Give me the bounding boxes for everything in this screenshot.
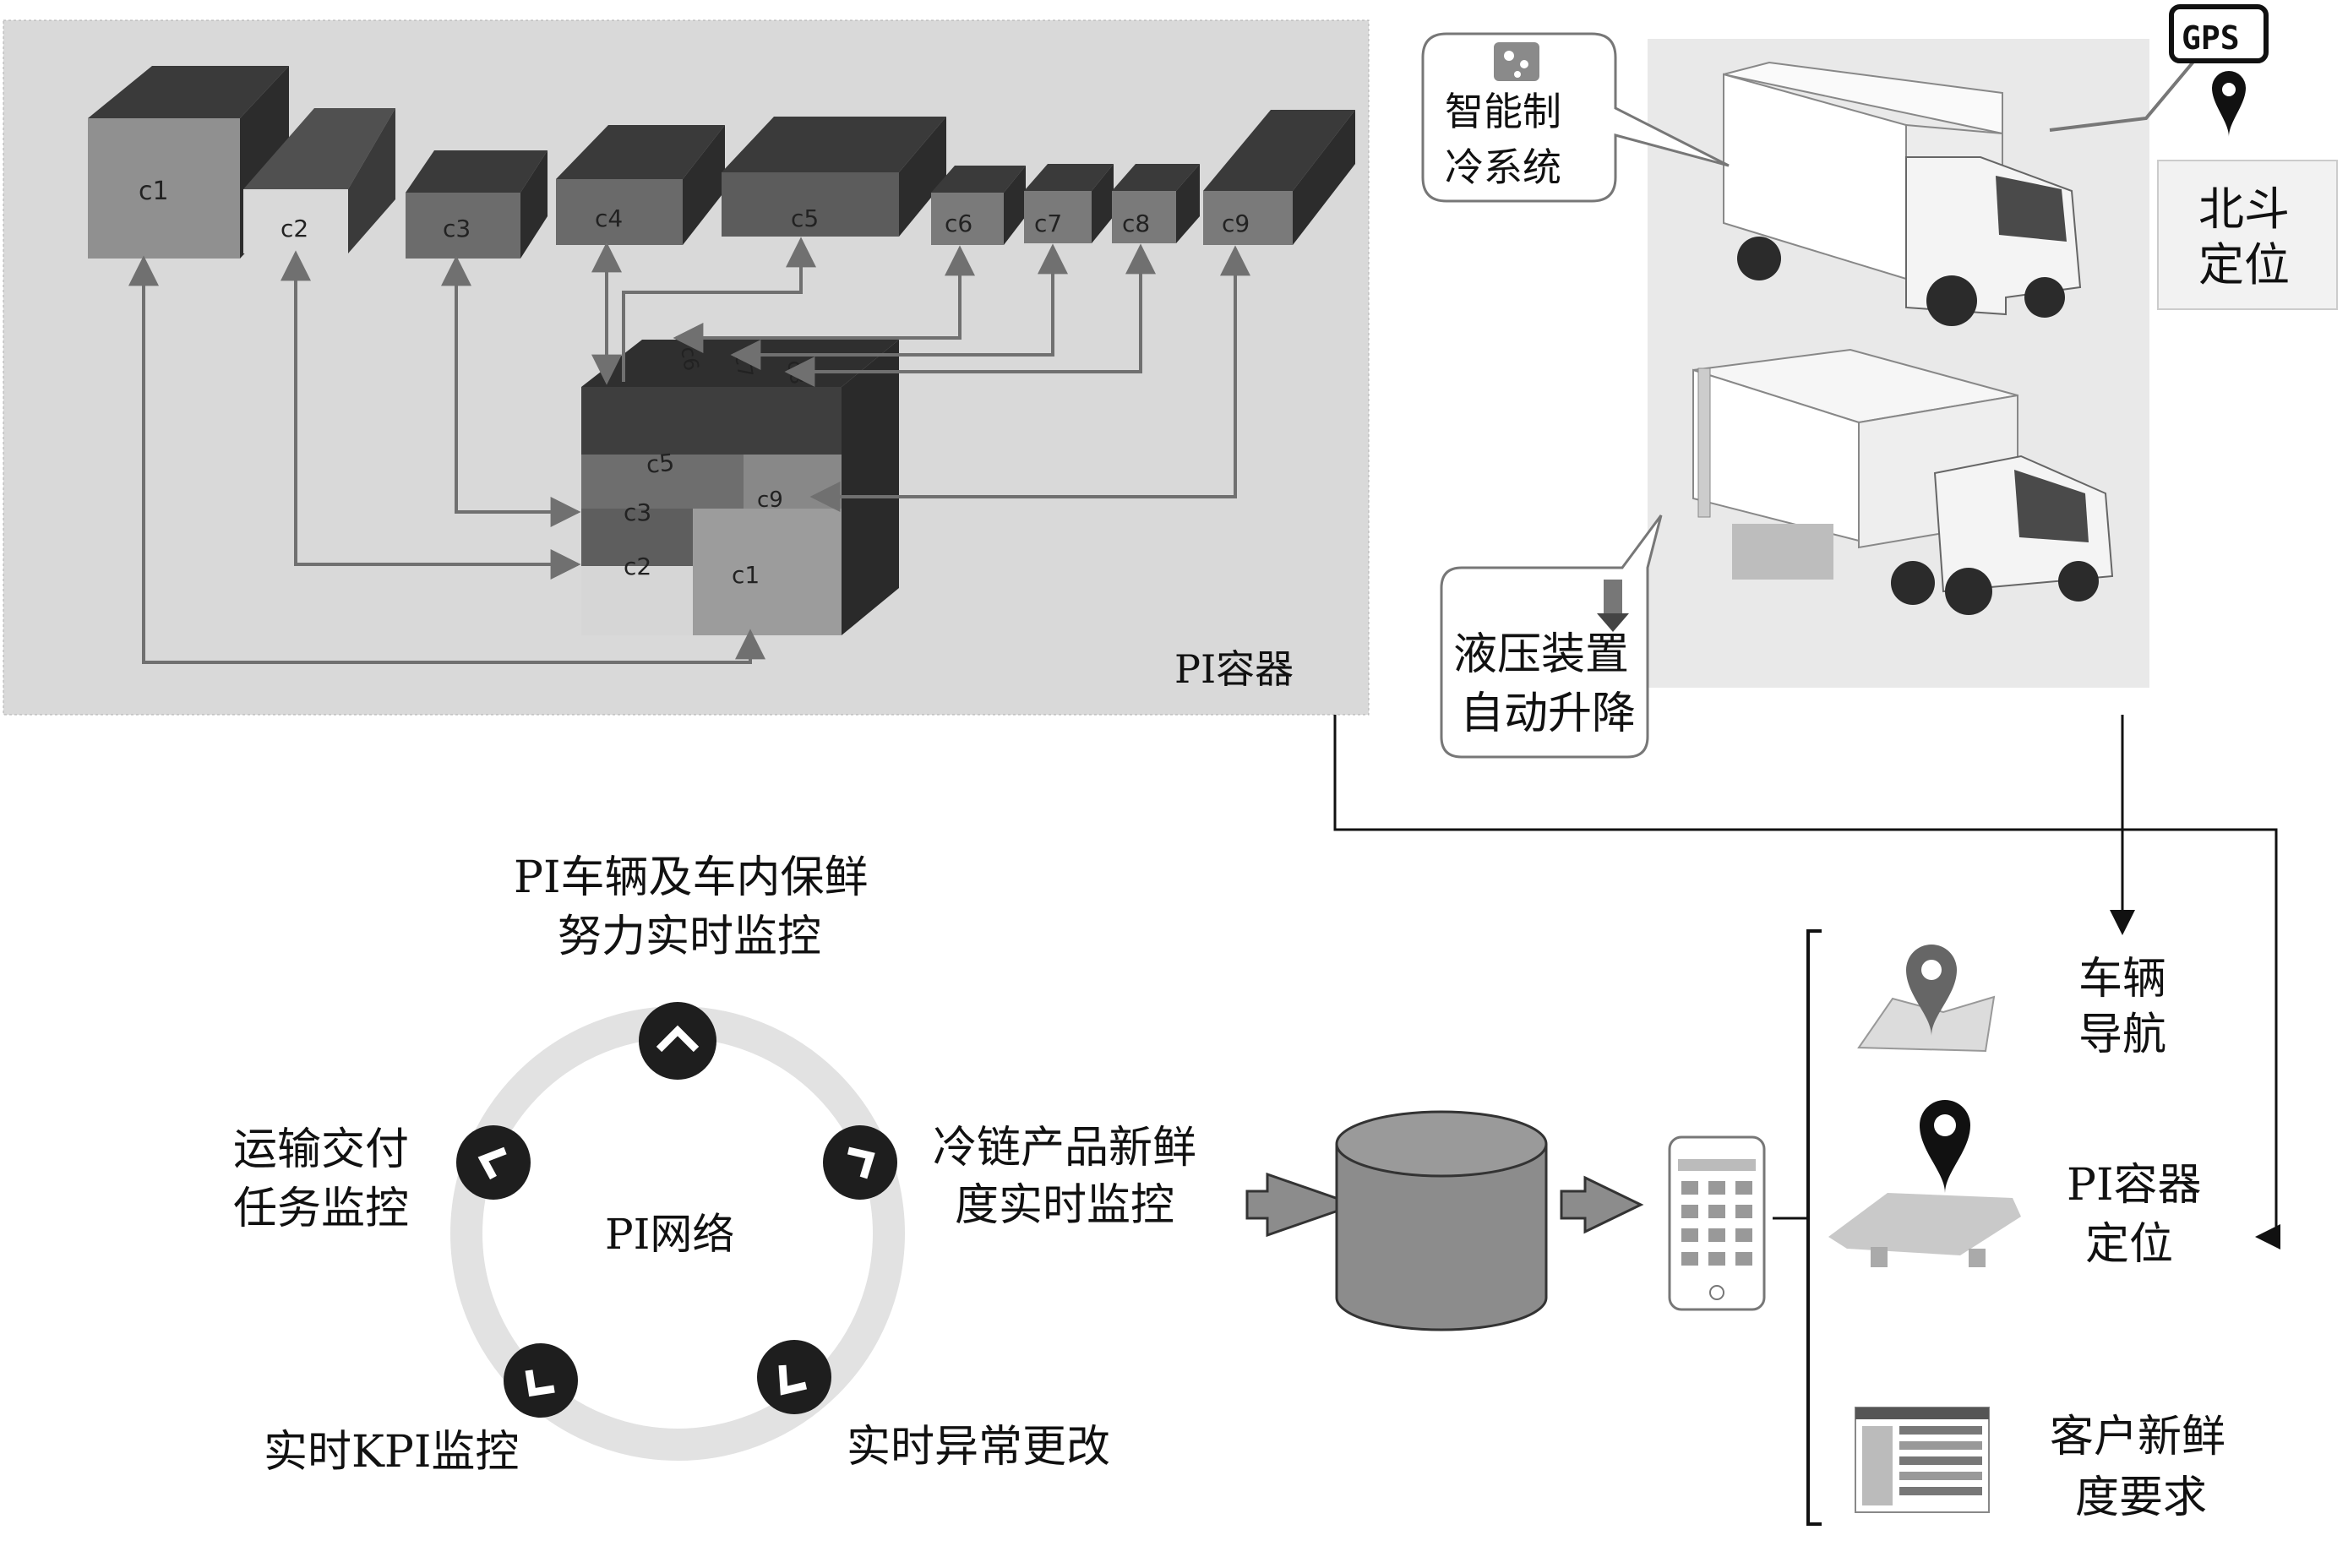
customer-freshness-label-line2: 度要求 bbox=[2075, 1473, 2207, 1523]
chevron-right-icon bbox=[847, 1146, 875, 1179]
refrigerated-truck-lower bbox=[1692, 348, 2114, 615]
stack-label-c3: c3 bbox=[624, 498, 651, 526]
smartphone-icon bbox=[1668, 1135, 1766, 1311]
dashboard-screenshot-icon bbox=[1855, 1407, 1990, 1513]
ring-node-bottom-left bbox=[504, 1343, 578, 1418]
stack-label-c9: c9 bbox=[757, 487, 783, 513]
container-location-icon bbox=[1828, 1100, 2021, 1267]
gps-badge-label: GPS bbox=[2182, 19, 2240, 57]
container-box-c5: c5 bbox=[722, 117, 946, 237]
hydraulic-icon bbox=[1604, 580, 1622, 613]
box-label-c7: c7 bbox=[1034, 210, 1062, 237]
refrigeration-system-callout: 智能制 冷系统 bbox=[1421, 32, 1730, 203]
map-pin-icon bbox=[1857, 945, 1996, 1053]
stack-label-c6: c6 bbox=[676, 345, 704, 373]
container-box-c9: c9 bbox=[1203, 110, 1355, 245]
gps-callout: GPS 北斗 定位 bbox=[2049, 4, 2338, 310]
chevron-down-right-icon bbox=[778, 1364, 808, 1396]
chevron-left-icon bbox=[477, 1146, 507, 1180]
refrigeration-label-line2: 冷系统 bbox=[1445, 144, 1561, 190]
box-label-c8: c8 bbox=[1122, 210, 1150, 237]
network-bottom-right-label: 实时异常更改 bbox=[847, 1422, 1110, 1473]
stack-label-c5: c5 bbox=[645, 449, 675, 479]
stack-label-c1: c1 bbox=[732, 561, 760, 589]
container-box-c8: c8 bbox=[1112, 164, 1200, 243]
network-top-label-line2: 努力实时监控 bbox=[558, 912, 821, 962]
database-icon bbox=[1245, 1110, 1644, 1331]
ring-node-right bbox=[823, 1125, 897, 1200]
container-box-c7: c7 bbox=[1024, 164, 1114, 243]
beidou-label-line1: 北斗 bbox=[2198, 182, 2290, 236]
container-box-c2: c2 bbox=[243, 108, 395, 253]
vehicle-navigation-label-line2: 导航 bbox=[2078, 1010, 2166, 1060]
hydraulic-lift-callout: 液压装置 自动升降 bbox=[1440, 514, 1663, 759]
network-left-label-line1: 运输交付 bbox=[233, 1124, 409, 1175]
container-box-c4: c4 bbox=[556, 125, 725, 245]
hydraulic-label-line1: 液压装置 bbox=[1453, 629, 1629, 680]
box-label-c4: c4 bbox=[595, 204, 623, 232]
network-right-label-line1: 冷链产品新鲜 bbox=[933, 1123, 1196, 1173]
gps-badge-icon bbox=[2169, 4, 2269, 63]
vehicle-navigation-label-line1: 车辆 bbox=[2078, 954, 2166, 1004]
hydraulic-label-line2: 自动升降 bbox=[1460, 689, 1636, 739]
ring-node-bottom-right bbox=[757, 1340, 831, 1414]
ring-node-left bbox=[456, 1125, 531, 1200]
box-label-c3: c3 bbox=[443, 215, 471, 242]
box-label-c2: c2 bbox=[281, 215, 308, 242]
container-box-c1: c1 bbox=[88, 66, 289, 259]
services-bracket: 车辆 导航 PI容器 定位 客户新鲜 度要求 bbox=[1806, 929, 2225, 1526]
location-pin-icon bbox=[2212, 71, 2246, 137]
refrigeration-icon bbox=[1494, 42, 1539, 81]
truck-panel: 智能制 冷系统 GPS 北斗 定位 液压装置 自动升降 bbox=[1421, 4, 2338, 759]
stack-c1 bbox=[693, 509, 842, 635]
container-box-c3: c3 bbox=[406, 150, 548, 259]
chevron-up-icon bbox=[656, 1025, 700, 1053]
beidou-label-line2: 定位 bbox=[2198, 238, 2290, 291]
box-label-c6: c6 bbox=[945, 210, 972, 237]
pi-network-center-label: PI网络 bbox=[605, 1210, 734, 1259]
container-arrows bbox=[128, 237, 1250, 664]
container-positioning-label-line1: PI容器 bbox=[2067, 1160, 2202, 1211]
flow-lines bbox=[1333, 715, 2280, 1250]
box-label-c1: c1 bbox=[139, 177, 169, 206]
box-label-c9: c9 bbox=[1222, 210, 1250, 237]
ring-node-top bbox=[639, 1002, 716, 1080]
stack-label-c2: c2 bbox=[624, 553, 651, 580]
chevron-down-left-icon bbox=[525, 1369, 555, 1397]
pi-network-ring: PI网络 PI车辆及车内保鲜 努力实时监控 冷链产品新鲜 度实时监控 实时异常更… bbox=[233, 852, 1196, 1478]
network-top-label-line1: PI车辆及车内保鲜 bbox=[514, 852, 869, 903]
container-positioning-label-line2: 定位 bbox=[2085, 1219, 2173, 1270]
pi-container-panel: c1 c2 c3 c4 c5 bbox=[3, 19, 1370, 716]
box-label-c5: c5 bbox=[791, 204, 819, 232]
network-right-label-line2: 度实时监控 bbox=[955, 1180, 1174, 1231]
refrigerated-truck-upper bbox=[1723, 61, 2082, 326]
customer-freshness-label-line1: 客户新鲜 bbox=[2050, 1412, 2225, 1462]
network-left-label-line2: 任务监控 bbox=[233, 1184, 409, 1234]
pi-container-caption: PI容器 bbox=[1174, 646, 1294, 692]
network-bottom-left-label: 实时KPI监控 bbox=[264, 1427, 519, 1478]
container-box-c6: c6 bbox=[931, 166, 1026, 245]
assembled-container-stack: c5 c9 c3 c2 c1 c6 c7 c8 bbox=[581, 340, 899, 635]
refrigeration-label-line1: 智能制 bbox=[1445, 89, 1561, 134]
